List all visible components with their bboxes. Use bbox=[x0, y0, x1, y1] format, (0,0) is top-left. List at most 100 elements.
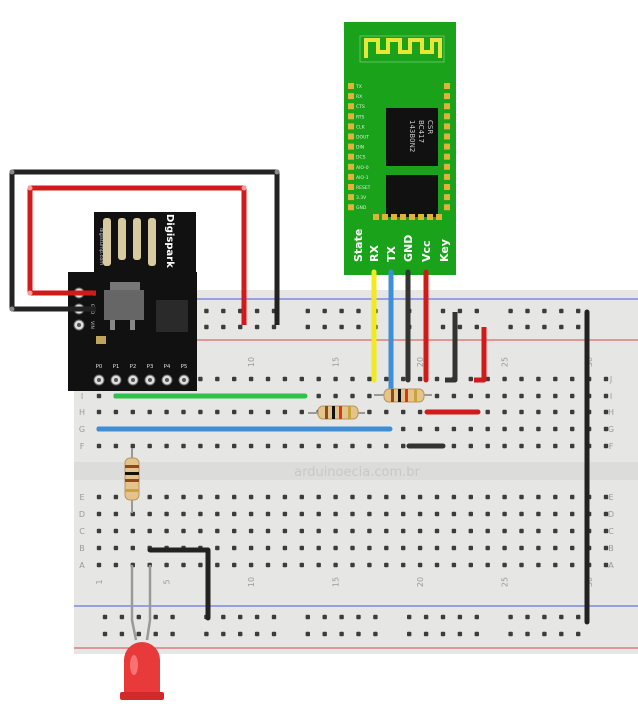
breadboard-hole bbox=[248, 545, 254, 551]
breadboard-hole bbox=[282, 376, 288, 382]
rail-hole bbox=[322, 324, 327, 330]
rail-hole bbox=[339, 308, 344, 314]
bt-small-pin-label: RX bbox=[356, 94, 362, 100]
column-number: 15 bbox=[332, 577, 341, 587]
rail-hole bbox=[305, 308, 310, 314]
breadboard-hole bbox=[468, 393, 473, 399]
breadboard-hole bbox=[519, 511, 524, 517]
breadboard-hole bbox=[570, 393, 575, 399]
breadboard-hole bbox=[198, 376, 203, 382]
rail-hole bbox=[457, 324, 463, 330]
rail-hole bbox=[254, 614, 260, 620]
column-number: 25 bbox=[501, 357, 510, 367]
bt-small-pad bbox=[348, 123, 354, 130]
breadboard-hole bbox=[198, 528, 203, 534]
led-leg-anode bbox=[130, 565, 138, 641]
breadboard-hole bbox=[502, 409, 507, 415]
breadboard-hole bbox=[603, 528, 609, 534]
bt-pin-label: Key bbox=[438, 239, 451, 262]
breadboard-hole bbox=[536, 562, 541, 568]
row-letter: G bbox=[79, 425, 85, 434]
bt-bottom-pad bbox=[427, 214, 433, 220]
breadboard-hole bbox=[417, 511, 423, 517]
bt-small-pin-label: DIN bbox=[356, 145, 364, 151]
rail-hole bbox=[221, 614, 226, 620]
rail-hole bbox=[407, 631, 412, 637]
breadboard-hole bbox=[485, 443, 490, 449]
rail-hole bbox=[525, 614, 530, 620]
row-letter: B bbox=[608, 544, 614, 553]
breadboard-hole bbox=[265, 562, 271, 568]
digispark-io-label: P0 bbox=[96, 364, 103, 370]
breadboard-hole bbox=[502, 393, 507, 399]
bt-small-pin-label: RESET bbox=[356, 185, 371, 191]
breadboard-hole bbox=[468, 443, 473, 449]
breadboard-hole bbox=[181, 409, 186, 415]
rail-hole bbox=[102, 614, 108, 620]
breadboard-hole bbox=[401, 562, 406, 568]
rail-hole bbox=[440, 308, 446, 314]
rail-hole bbox=[407, 614, 412, 620]
breadboard-hole bbox=[181, 494, 186, 500]
breadboard-hole bbox=[553, 443, 558, 449]
breadboard-hole bbox=[350, 528, 355, 534]
rail-hole bbox=[474, 614, 479, 620]
breadboard-hole bbox=[96, 409, 102, 415]
breadboard-hole bbox=[434, 494, 440, 500]
bt-right-pad bbox=[444, 143, 450, 150]
breadboard-hole bbox=[536, 494, 541, 500]
breadboard-hole bbox=[434, 511, 440, 517]
breadboard-hole bbox=[401, 443, 406, 449]
chip-text-line: BC417 bbox=[417, 120, 425, 143]
digispark-io-label: P5 bbox=[181, 364, 188, 370]
column-number: 20 bbox=[416, 357, 425, 367]
breadboard-hole bbox=[350, 393, 355, 399]
bt-small-pin-label: CTS bbox=[356, 104, 365, 110]
breadboard-hole bbox=[417, 409, 423, 415]
rail-hole bbox=[440, 614, 446, 620]
breadboard-hole bbox=[434, 528, 440, 534]
antenna-trace bbox=[364, 38, 442, 58]
breadboard-hole bbox=[316, 376, 321, 382]
chip-text-line: CSR bbox=[426, 120, 434, 134]
breadboard-hole bbox=[164, 494, 169, 500]
breadboard-hole bbox=[519, 545, 524, 551]
breadboard-hole bbox=[603, 494, 609, 500]
breadboard-hole bbox=[434, 562, 440, 568]
rail-hole bbox=[576, 614, 581, 620]
breadboard-hole bbox=[232, 562, 237, 568]
breadboard-hole bbox=[401, 511, 406, 517]
bt-pin-label: TX bbox=[385, 245, 398, 262]
breadboard-hole bbox=[536, 545, 541, 551]
bt-small-pad bbox=[348, 93, 354, 100]
row-letter: C bbox=[79, 527, 85, 536]
bt-bottom-pads bbox=[373, 214, 442, 220]
rail-hole bbox=[559, 324, 564, 330]
breadboard-hole bbox=[282, 409, 288, 415]
breadboard-hole bbox=[536, 426, 541, 432]
breadboard-hole bbox=[401, 528, 406, 534]
bt-small-pad bbox=[348, 133, 354, 140]
breadboard-hole bbox=[384, 545, 389, 551]
rail-hole bbox=[508, 308, 513, 314]
watermark: arduinoecia.com.br bbox=[294, 465, 420, 480]
breadboard-hole bbox=[603, 393, 609, 399]
rail-hole bbox=[559, 631, 564, 637]
breadboard-hole bbox=[215, 528, 220, 534]
bt-small-pad bbox=[348, 173, 354, 180]
bt-small-pad bbox=[348, 204, 354, 211]
breadboard-hole bbox=[248, 494, 254, 500]
rail-hole bbox=[254, 324, 260, 330]
breadboard-hole bbox=[536, 528, 541, 534]
breadboard-hole bbox=[553, 545, 558, 551]
breadboard-hole bbox=[451, 511, 457, 517]
usb-contact-4 bbox=[148, 218, 156, 266]
bt-right-pad bbox=[444, 113, 450, 120]
breadboard-hole bbox=[417, 426, 423, 432]
breadboard-hole bbox=[181, 562, 186, 568]
breadboard-hole bbox=[316, 443, 321, 449]
breadboard-hole bbox=[299, 528, 304, 534]
row-letter: D bbox=[79, 510, 85, 519]
rail-hole bbox=[339, 324, 344, 330]
row-letter: F bbox=[609, 442, 614, 451]
